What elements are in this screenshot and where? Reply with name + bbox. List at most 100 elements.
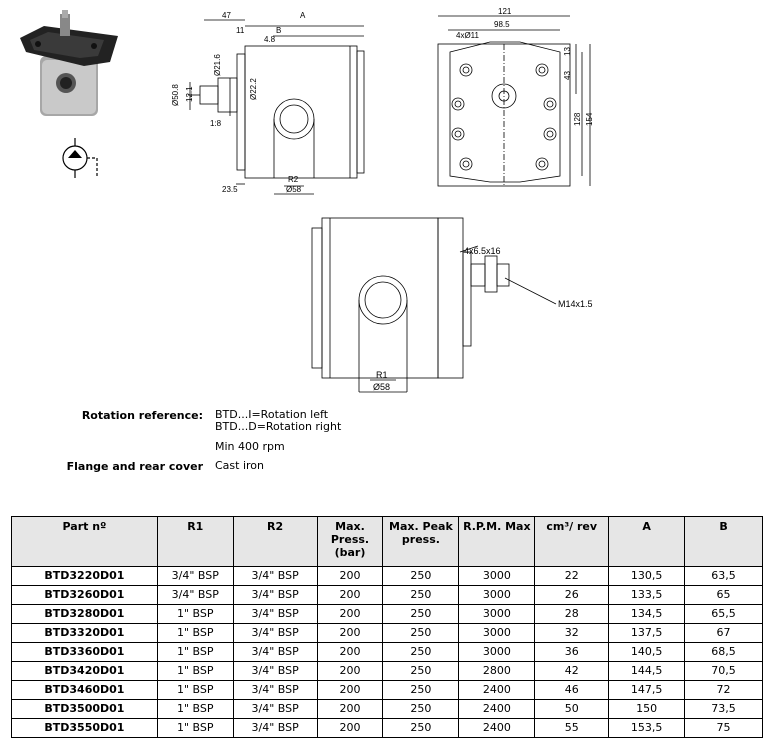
cell-part-no: BTD3360D01 <box>11 642 158 662</box>
cell-max-press: 200 <box>316 661 384 681</box>
cell-max-press: 200 <box>316 642 384 662</box>
cell-r2: 3/4" BSP <box>232 623 318 643</box>
cell-part-no: BTD3460D01 <box>11 680 158 700</box>
cell-r2: 3/4" BSP <box>232 642 318 662</box>
table-row: BTD3360D01 1" BSP 3/4" BSP 200 250 3000 … <box>11 642 763 662</box>
cell-part-no: BTD3420D01 <box>11 661 158 681</box>
cell-a: 144,5 <box>608 661 686 681</box>
dim-b: B <box>276 26 281 35</box>
cell-cm3-rev: 36 <box>534 642 610 662</box>
cell-b: 65,5 <box>684 604 763 624</box>
dim-d22-2: Ø22.2 <box>249 78 258 100</box>
header-a: A <box>608 516 686 567</box>
table-row: BTD3320D01 1" BSP 3/4" BSP 200 250 3000 … <box>11 623 763 643</box>
cell-r1: 1" BSP <box>156 699 234 719</box>
cell-cm3-rev: 50 <box>534 699 610 719</box>
cell-r2: 3/4" BSP <box>232 680 318 700</box>
cell-part-no: BTD3500D01 <box>11 699 158 719</box>
cell-a: 130,5 <box>608 566 686 586</box>
cell-part-no: BTD3220D01 <box>11 566 158 586</box>
pump-symbol-icon <box>62 138 98 178</box>
cell-r2: 3/4" BSP <box>232 661 318 681</box>
table-row: BTD3280D01 1" BSP 3/4" BSP 200 250 3000 … <box>11 604 763 624</box>
cell-r2: 3/4" BSP <box>232 585 318 605</box>
cell-cm3-rev: 22 <box>534 566 610 586</box>
cell-cm3-rev: 28 <box>534 604 610 624</box>
cell-max-press: 200 <box>316 566 384 586</box>
flange-value: Cast iron <box>215 459 265 472</box>
rotation-left: BTD...I=Rotation left <box>215 408 329 421</box>
cell-b: 72 <box>684 680 763 700</box>
header-r2: R2 <box>232 516 318 567</box>
cell-rpm-max: 3000 <box>458 566 536 586</box>
header-max-peak-press: Max. Peak press. <box>382 516 460 567</box>
cell-r1: 1" BSP <box>156 661 234 681</box>
cell-cm3-rev: 32 <box>534 623 610 643</box>
rotation-right: BTD...D=Rotation right <box>215 420 342 433</box>
cell-max-press: 200 <box>316 699 384 719</box>
cell-cm3-rev: 55 <box>534 718 610 738</box>
dim-m14x1-5: M14x1.5 <box>558 299 593 309</box>
header-rpm-max: R.P.M. Max <box>458 516 536 567</box>
table-row: BTD3460D01 1" BSP 3/4" BSP 200 250 2400 … <box>11 680 763 700</box>
cell-rpm-max: 3000 <box>458 585 536 605</box>
cell-r1: 1" BSP <box>156 642 234 662</box>
dim-121: 121 <box>498 7 512 16</box>
cell-max-press: 200 <box>316 623 384 643</box>
cell-a: 134,5 <box>608 604 686 624</box>
cell-part-no: BTD3320D01 <box>11 623 158 643</box>
dim-d58: Ø58 <box>286 185 302 194</box>
dim-13: 13 <box>563 47 572 56</box>
dim-d50-8: Ø50.8 <box>171 84 180 106</box>
dim-d21-6: Ø21.6 <box>213 54 222 76</box>
cell-max-peak-press: 250 <box>382 642 460 662</box>
cell-r1: 3/4" BSP <box>156 585 234 605</box>
dim-a: A <box>300 11 306 20</box>
header-b: B <box>684 516 763 567</box>
cell-cm3-rev: 46 <box>534 680 610 700</box>
dim-r1: R1 <box>376 370 388 380</box>
pump-photo <box>20 10 118 116</box>
cell-r2: 3/4" BSP <box>232 699 318 719</box>
cell-rpm-max: 3000 <box>458 642 536 662</box>
cell-b: 75 <box>684 718 763 738</box>
cell-max-peak-press: 250 <box>382 718 460 738</box>
min-rpm: Min 400 rpm <box>215 440 285 453</box>
cell-cm3-rev: 42 <box>534 661 610 681</box>
cell-max-peak-press: 250 <box>382 623 460 643</box>
cell-r1: 1" BSP <box>156 623 234 643</box>
cell-r2: 3/4" BSP <box>232 718 318 738</box>
cell-max-press: 200 <box>316 718 384 738</box>
cell-b: 70,5 <box>684 661 763 681</box>
cell-r1: 1" BSP <box>156 718 234 738</box>
cell-rpm-max: 3000 <box>458 604 536 624</box>
dim-43: 43 <box>563 71 572 80</box>
cell-max-press: 200 <box>316 680 384 700</box>
cell-max-press: 200 <box>316 585 384 605</box>
dim-4-8: 4.8 <box>264 35 276 44</box>
header-max-press: Max. Press. (bar) <box>316 516 384 567</box>
cell-r2: 3/4" BSP <box>232 604 318 624</box>
cell-max-peak-press: 250 <box>382 604 460 624</box>
cell-a: 150 <box>608 699 686 719</box>
dim-12-1: 12.1 <box>185 86 194 102</box>
dim-47: 47 <box>222 11 231 20</box>
cell-max-peak-press: 250 <box>382 680 460 700</box>
cell-b: 68,5 <box>684 642 763 662</box>
cell-part-no: BTD3550D01 <box>11 718 158 738</box>
cell-max-peak-press: 250 <box>382 699 460 719</box>
table-row: BTD3420D01 1" BSP 3/4" BSP 200 250 2800 … <box>11 661 763 681</box>
header-r1: R1 <box>156 516 234 567</box>
dim-154: 154 <box>585 112 594 126</box>
cell-rpm-max: 2800 <box>458 661 536 681</box>
cell-rpm-max: 2400 <box>458 718 536 738</box>
table-row: BTD3220D01 3/4" BSP 3/4" BSP 200 250 300… <box>11 566 763 586</box>
flange-label: Flange and rear cover <box>66 460 203 473</box>
front-view-drawing: 121 98.5 4xØ11 13 43 128 154 <box>437 7 594 187</box>
cell-r1: 1" BSP <box>156 680 234 700</box>
cell-rpm-max: 3000 <box>458 623 536 643</box>
cell-part-no: BTD3280D01 <box>11 604 158 624</box>
cell-b: 65 <box>684 585 763 605</box>
side-view-drawing: 47 A 11 B 4.8 Ø21.6 Ø22.2 Ø50.8 12.1 1:8… <box>171 11 365 195</box>
dim-128: 128 <box>573 112 582 126</box>
